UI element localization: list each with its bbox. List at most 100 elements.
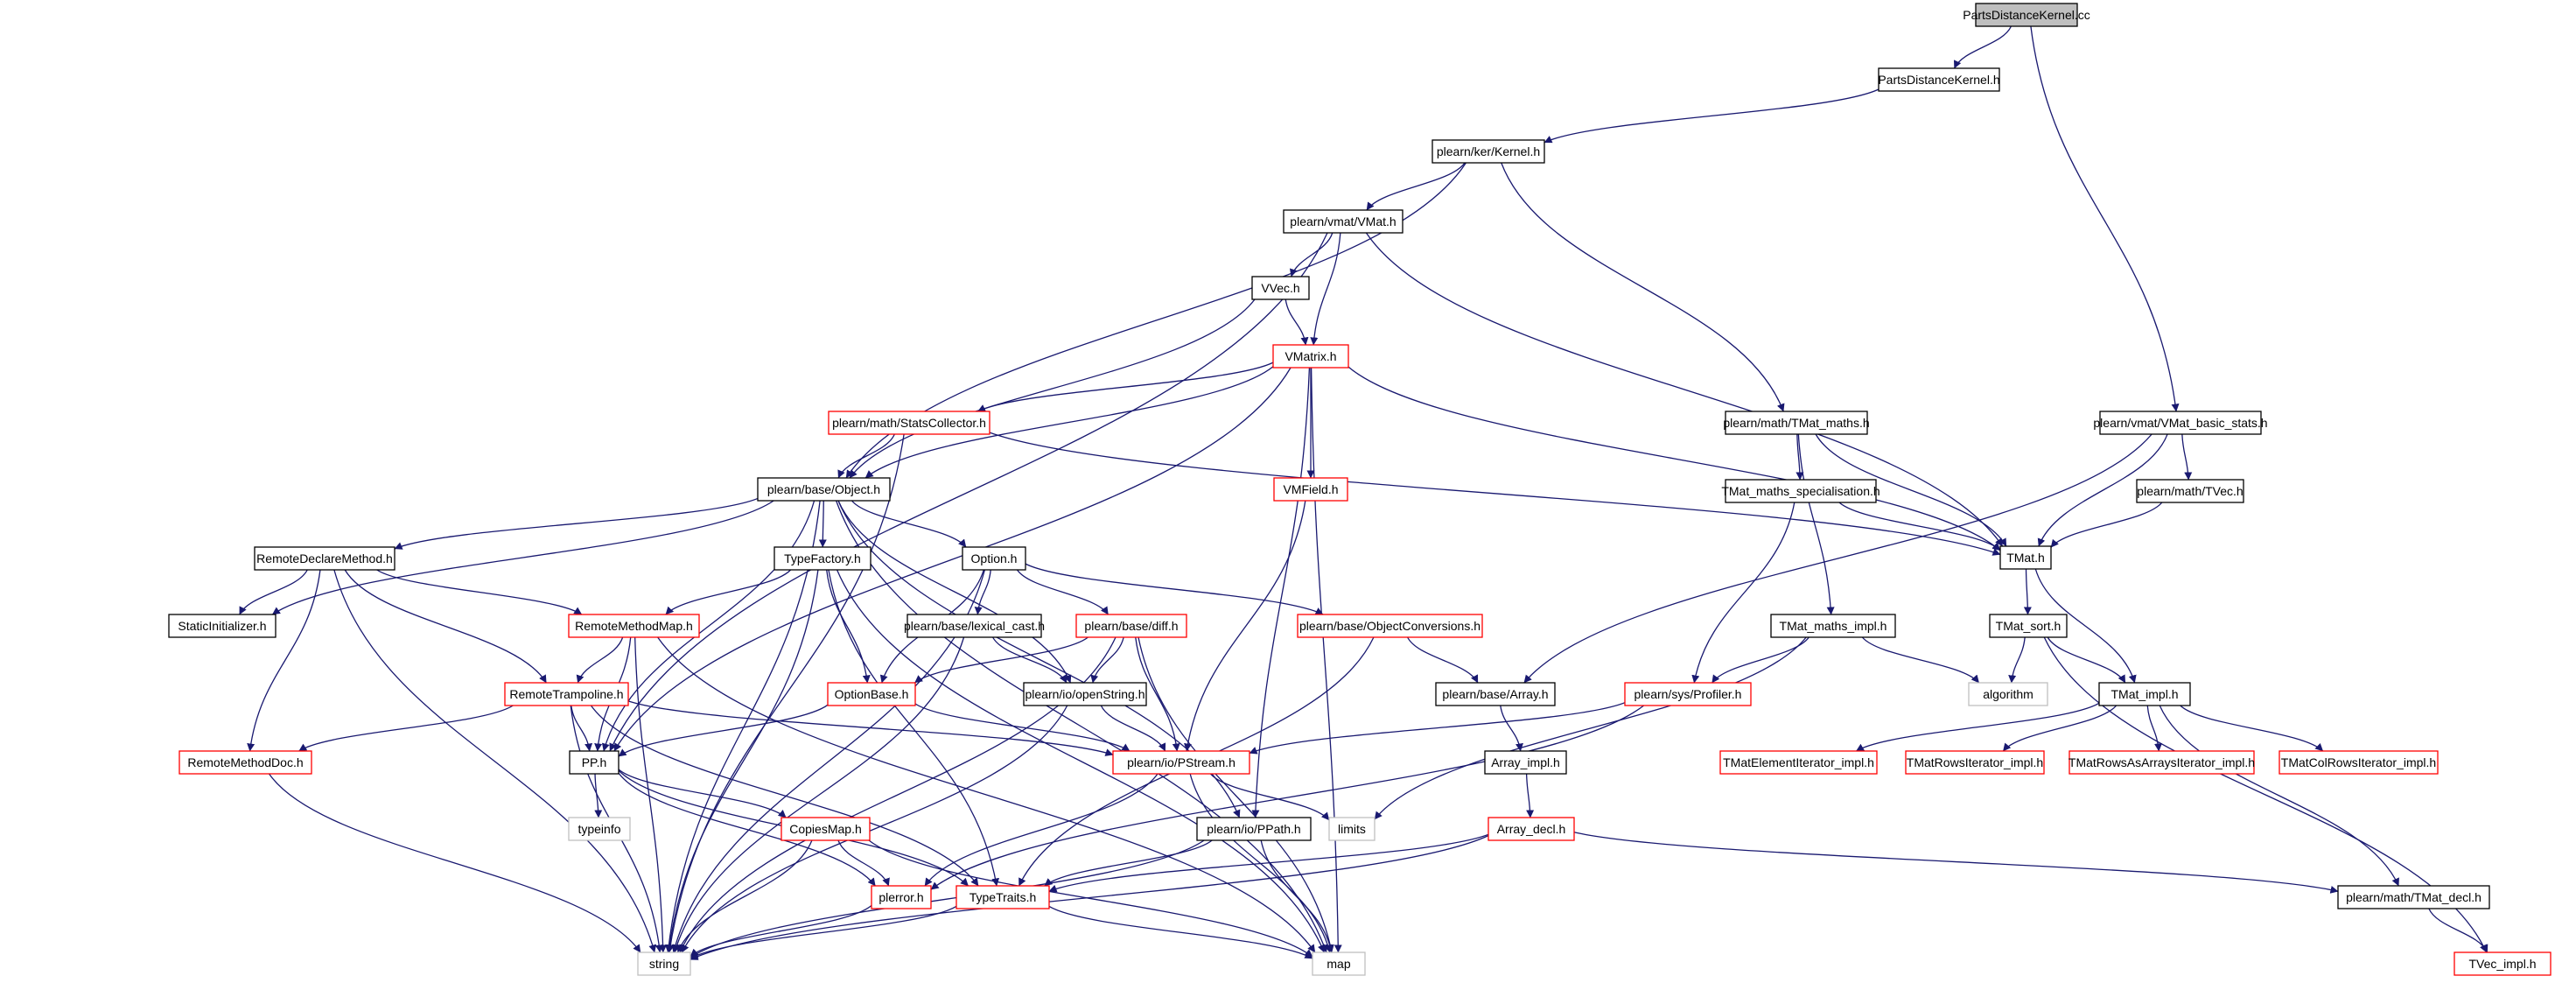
edge-n24-to-n32 bbox=[570, 705, 593, 752]
edge-n40-to-n47 bbox=[676, 839, 813, 953]
edge-n26-to-n47 bbox=[681, 705, 1068, 953]
edge-n13-to-n23 bbox=[2023, 568, 2032, 615]
graph-node[interactable]: plearn/math/StatsCollector.h bbox=[828, 411, 990, 435]
edge-n25-to-n32 bbox=[618, 704, 829, 757]
graph-node[interactable]: plearn/base/ObjectConversions.h bbox=[1297, 614, 1483, 638]
edge-n8-to-n17 bbox=[271, 500, 774, 615]
node-box bbox=[1725, 479, 1877, 503]
graph-node[interactable]: TMatRowsAsArraysIterator_impl.h bbox=[2068, 750, 2255, 775]
graph-node[interactable]: TMat_sort.h bbox=[1989, 614, 2068, 638]
node-label: plearn/math/StatsCollector.h bbox=[832, 416, 986, 430]
graph-node[interactable]: Array_impl.h bbox=[1484, 750, 1567, 775]
edge-n3-to-n32 bbox=[609, 232, 1328, 752]
graph-node[interactable]: plearn/math/TMat_maths.h bbox=[1723, 411, 1870, 435]
node-box bbox=[757, 477, 891, 502]
edge-n10-to-n12 bbox=[2181, 433, 2193, 481]
edge-n21-to-n27 bbox=[1407, 636, 1479, 684]
node-label: plearn/base/diff.h bbox=[1084, 619, 1178, 633]
node-box bbox=[1432, 139, 1545, 164]
edge-n40-to-n48 bbox=[868, 839, 1313, 958]
graph-node[interactable]: PP.h bbox=[569, 750, 620, 775]
edge-n20-to-n25 bbox=[914, 636, 1088, 684]
node-label: plearn/vmat/VMat.h bbox=[1290, 214, 1396, 228]
graph-node[interactable]: plearn/math/TMat_decl.h bbox=[2337, 885, 2490, 909]
node-label: string bbox=[649, 957, 679, 971]
node-box bbox=[1484, 750, 1567, 775]
graph-node[interactable]: plearn/base/Object.h bbox=[757, 477, 891, 502]
graph-node[interactable]: TMatElementIterator_impl.h bbox=[1719, 750, 1878, 775]
edge-n15-to-n45 bbox=[828, 569, 1000, 887]
node-box bbox=[569, 750, 620, 775]
graph-node[interactable]: plearn/math/TVec.h bbox=[2136, 479, 2244, 503]
edge-n6-to-n47 bbox=[666, 433, 905, 953]
graph-node: algorithm bbox=[1968, 682, 2048, 706]
edge-n2-to-n3 bbox=[1366, 162, 1466, 211]
graph-node[interactable]: plerror.h bbox=[871, 885, 932, 909]
edge-n15-to-n47 bbox=[665, 569, 819, 953]
edge-n24-to-n33 bbox=[627, 700, 1114, 756]
graph-node[interactable]: TMat_maths_impl.h bbox=[1770, 614, 1896, 638]
graph-node[interactable]: VVec.h bbox=[1251, 276, 1310, 300]
edge-n42-to-n47 bbox=[690, 839, 1205, 958]
graph-node[interactable]: VMField.h bbox=[1273, 477, 1348, 502]
edge-n45-to-n47 bbox=[690, 905, 957, 959]
graph-node[interactable]: plearn/io/PPath.h bbox=[1196, 817, 1312, 841]
node-box bbox=[1624, 682, 1752, 706]
graph-node[interactable]: TMatRowsIterator_impl.h bbox=[1905, 750, 2045, 775]
graph-node[interactable]: plearn/base/lexical_cast.h bbox=[904, 614, 1045, 638]
node-label: plearn/io/openString.h bbox=[1026, 687, 1145, 701]
graph-node[interactable]: PartsDistanceKernel.cc bbox=[1963, 3, 2090, 27]
edge-n31-to-n47 bbox=[269, 773, 641, 953]
graph-node[interactable]: TVec_impl.h bbox=[2454, 951, 2552, 976]
graph-node[interactable]: TypeFactory.h bbox=[774, 546, 872, 571]
graph-node[interactable]: CopiesMap.h bbox=[780, 817, 871, 841]
node-label: PartsDistanceKernel.h bbox=[1878, 73, 1999, 87]
graph-node[interactable]: Array_decl.h bbox=[1488, 817, 1575, 841]
graph-node[interactable]: TMat_maths_specialisation.h bbox=[1721, 479, 1880, 503]
graph-node[interactable]: RemoteMethodMap.h bbox=[568, 614, 700, 638]
graph-node[interactable]: TMat_impl.h bbox=[2098, 682, 2191, 706]
graph-node[interactable]: plearn/vmat/VMat_basic_stats.h bbox=[2093, 411, 2268, 435]
node-box bbox=[1719, 750, 1878, 775]
graph-node[interactable]: plearn/io/openString.h bbox=[1023, 682, 1147, 706]
node-box bbox=[1251, 276, 1310, 300]
node-box bbox=[871, 885, 932, 909]
edge-n9-to-n22 bbox=[1797, 433, 1835, 615]
graph-node[interactable]: plearn/ker/Kernel.h bbox=[1432, 139, 1545, 164]
node-box bbox=[168, 614, 276, 638]
graph-node[interactable]: plearn/io/PStream.h bbox=[1112, 750, 1250, 775]
edge-n43-to-n47 bbox=[690, 835, 1489, 960]
node-box bbox=[1905, 750, 2045, 775]
graph-node[interactable]: StaticInitializer.h bbox=[168, 614, 276, 638]
graph-node[interactable]: TypeTraits.h bbox=[956, 885, 1050, 909]
graph-node[interactable]: PartsDistanceKernel.h bbox=[1878, 67, 2000, 92]
node-label: plearn/io/PPath.h bbox=[1207, 822, 1300, 836]
edge-n30-to-n35 bbox=[1856, 702, 2100, 752]
graph-node[interactable]: RemoteMethodDoc.h bbox=[178, 750, 312, 775]
graph-node[interactable]: RemoteTrampoline.h bbox=[504, 682, 629, 706]
node-box bbox=[1488, 817, 1575, 841]
node-label: plearn/math/TMat_maths.h bbox=[1723, 416, 1869, 430]
graph-node[interactable]: RemoteDeclareMethod.h bbox=[254, 546, 396, 571]
graph-node[interactable]: TMat.h bbox=[1999, 545, 2052, 570]
edge-n19-to-n26 bbox=[992, 636, 1068, 684]
edge-n10-to-n27 bbox=[1523, 433, 2152, 684]
graph-node[interactable]: Option.h bbox=[962, 546, 1026, 571]
node-box bbox=[178, 750, 312, 775]
edge-n33-to-n41 bbox=[1209, 773, 1330, 821]
graph-node[interactable]: plearn/sys/Profiler.h bbox=[1624, 682, 1752, 706]
edge-n20-to-n33 bbox=[1135, 636, 1180, 752]
graph-node[interactable]: plearn/vmat/VMat.h bbox=[1283, 209, 1404, 234]
graph-node: typeinfo bbox=[568, 817, 631, 841]
graph-node[interactable]: VMatrix.h bbox=[1272, 344, 1349, 369]
graph-node[interactable]: plearn/base/Array.h bbox=[1435, 682, 1556, 706]
edge-n5-to-n32 bbox=[613, 367, 1292, 752]
edge-n18-to-n24 bbox=[576, 636, 624, 684]
edge-n45-to-n48 bbox=[1048, 905, 1313, 959]
graph-node[interactable]: OptionBase.h bbox=[827, 682, 916, 706]
edge-n15-to-n18 bbox=[665, 569, 792, 615]
graph-node[interactable]: plearn/base/diff.h bbox=[1075, 614, 1187, 638]
edge-n28-to-n44 bbox=[930, 705, 1645, 890]
graph-node[interactable]: TMatColRowsIterator_impl.h bbox=[2278, 750, 2439, 775]
node-box bbox=[637, 951, 691, 976]
